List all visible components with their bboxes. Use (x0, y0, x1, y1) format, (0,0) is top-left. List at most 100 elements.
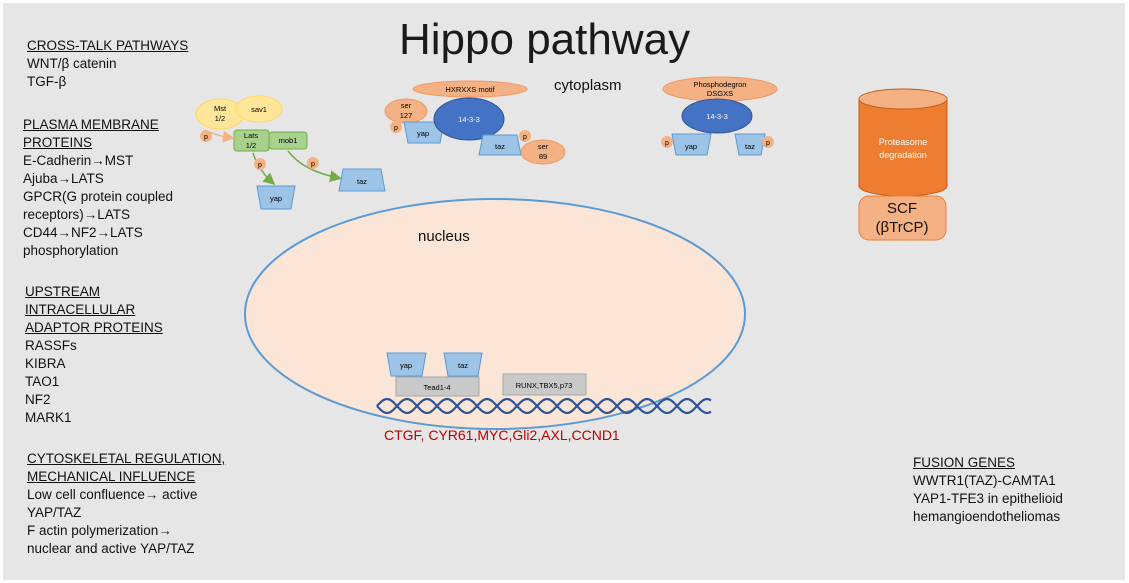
phosphate-badge (519, 130, 531, 142)
taz-node (443, 352, 483, 377)
yap-node (386, 352, 427, 377)
runx-box (502, 373, 587, 396)
cytoplasm-label: cytoplasm (554, 77, 622, 94)
lats-label: Lats (244, 131, 258, 140)
section-cytoskeletal: CYTOSKELETAL REGULATION, MECHANICAL INFL… (27, 450, 225, 558)
section-item: CD44→NF2→LATS (23, 225, 143, 240)
taz-node (478, 134, 522, 156)
phosphate-label: p (394, 125, 398, 132)
proteasome: Proteasome degradation SCF (βTrCP) (858, 88, 948, 241)
kinase-cassette: Mst 1/2 sav1 Lats 1/2 mob1 p p p yap taz (195, 95, 386, 210)
section-item: phosphorylation (23, 243, 119, 258)
ser89-label: 89 (539, 152, 547, 161)
phosphate-label: p (258, 162, 262, 169)
lats-label: 1/2 (246, 141, 256, 150)
phosphate-label: p (311, 161, 315, 168)
section-item: KIBRA (25, 356, 66, 371)
phosphate-label: p (204, 134, 208, 141)
section-heading: INTRACELLULAR (25, 302, 136, 317)
phosphate-badge (661, 136, 673, 148)
pathway-diagram: nucleus cytoplasm Mst 1/2 sav1 Lats 1/2 … (195, 76, 948, 443)
degron-complex: Phosphodegron DSGXS 14-3-3 yap p taz p (661, 76, 778, 156)
section-item: YAP1-TFE3 in epithelioid (913, 491, 1063, 506)
dna-helix (376, 397, 712, 415)
section-item: WWTR1(TAZ)-CAMTA1 (913, 473, 1056, 488)
phosphate-badge (307, 157, 319, 169)
sav1-node (235, 95, 283, 123)
ser127-label: 127 (400, 111, 413, 120)
ser127-label: ser (401, 101, 412, 110)
section-item: Ajuba→LATS (23, 171, 104, 186)
target-genes: CTGF, CYR61,MYC,Gli2,AXL,CCND1 (384, 427, 620, 443)
phosphate-badge (200, 130, 212, 142)
phosphate-badge (254, 158, 266, 170)
phosphate-label: p (766, 140, 770, 147)
14-3-3-label: 14-3-3 (458, 115, 480, 124)
runx-label: RUNX,TBX5,p73 (516, 381, 573, 390)
degron-label: DSGXS (707, 89, 733, 98)
sav1-label: sav1 (251, 105, 267, 114)
14-3-3-protein (681, 98, 753, 134)
section-upstream-adaptors: UPSTREAM INTRACELLULAR ADAPTOR PROTEINS … (25, 283, 163, 427)
section-heading: MECHANICAL INFLUENCE (27, 469, 196, 484)
taz-node (734, 133, 766, 156)
phosphate-label: p (523, 134, 527, 141)
section-cross-talk: CROSS-TALK PATHWAYS WNT/β catenin TGF-β (27, 37, 188, 91)
proteasome-top (858, 88, 948, 110)
section-heading: UPSTREAM (25, 284, 101, 299)
slide: Hippo pathway CROSS-TALK PATHWAYS WNT/β … (3, 3, 1125, 580)
taz-label: taz (745, 142, 755, 151)
dna-strand (376, 397, 712, 415)
section-heading: ADAPTOR PROTEINS (25, 320, 163, 335)
scf-box (858, 195, 947, 241)
ser89-label: ser (538, 142, 549, 151)
taz-label: taz (458, 361, 468, 370)
yap-label: yap (685, 142, 697, 151)
yap-label: yap (270, 194, 282, 203)
section-item: hemangioendotheliomas (913, 509, 1061, 524)
mst-label: 1/2 (215, 114, 225, 123)
degron-label: Phosphodegron (694, 80, 747, 89)
tead-box (395, 376, 480, 397)
section-plasma-membrane: PLASMA MEMBRANE PROTEINS E-Cadherin→MST … (23, 116, 173, 260)
section-item: MARK1 (25, 410, 72, 425)
section-item: YAP/TAZ (27, 505, 82, 520)
section-item: nuclear and active YAP/TAZ (27, 541, 195, 556)
taz-label: taz (495, 142, 505, 151)
tead-label: Tead1-4 (423, 383, 450, 392)
yap-node (256, 185, 296, 210)
ser89-badge (520, 139, 566, 165)
section-item: F actin polymerization→ (27, 523, 172, 538)
yap-node (671, 133, 712, 156)
nucleus-label: nucleus (418, 228, 470, 245)
scf-label: SCF (887, 200, 917, 217)
section-item: GPCR(G protein coupled (23, 189, 174, 204)
binding-complex: HXRXXS motif ser 127 yap p 14-3-3 taz p … (384, 80, 566, 165)
phosphate-badge (762, 136, 774, 148)
section-item: Low cell confluence→ active (27, 487, 198, 502)
section-item: TGF-β (27, 74, 67, 89)
scf-label: (βTrCP) (875, 219, 928, 236)
phosphate-badge (390, 121, 402, 133)
mob1-node (268, 131, 308, 150)
section-item: NF2 (25, 392, 51, 407)
section-heading: FUSION GENES (913, 455, 1016, 470)
14-3-3-protein (433, 97, 505, 141)
taz-node (338, 168, 386, 192)
proteasome-label: degradation (879, 150, 927, 160)
motif-badge (412, 80, 528, 98)
section-heading: PLASMA MEMBRANE (23, 117, 159, 132)
proteasome-cylinder (858, 99, 948, 197)
lats-taz-arrow (287, 150, 342, 183)
motif-label: HXRXXS motif (445, 85, 495, 94)
nuclear-complex: yap taz Tead1-4 RUNX,TBX5,p73 CTGF, CYR6… (376, 352, 712, 443)
dna-strand (376, 397, 712, 415)
section-fusion-genes: FUSION GENES WWTR1(TAZ)-CAMTA1 YAP1-TFE3… (913, 454, 1063, 526)
section-heading: PROTEINS (23, 135, 93, 150)
section-item: E-Cadherin→MST (23, 153, 134, 168)
section-heading: CYTOSKELETAL REGULATION, (27, 451, 226, 466)
yap-node (403, 121, 445, 144)
mob1-label: mob1 (279, 136, 298, 145)
section-item: receptors)→LATS (23, 207, 131, 222)
section-item: RASSFs (25, 338, 77, 353)
